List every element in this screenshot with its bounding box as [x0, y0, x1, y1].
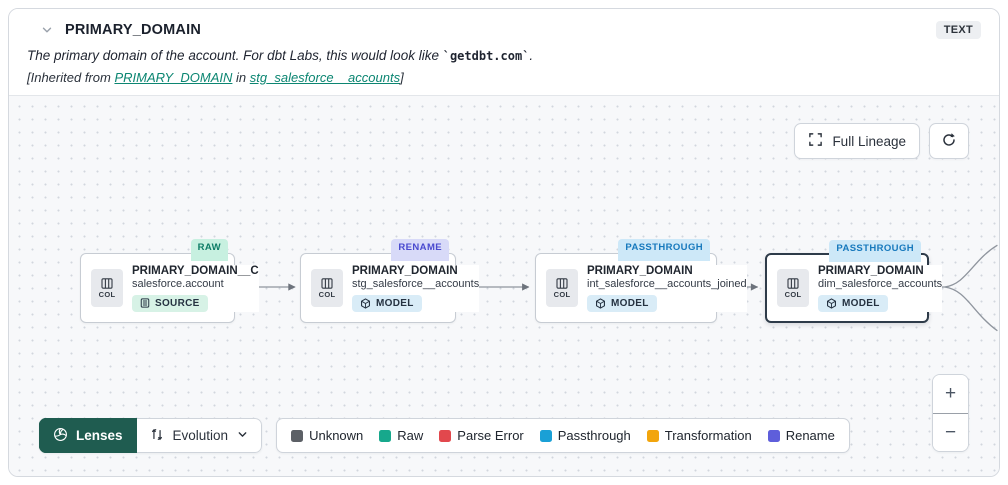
column-description: The primary domain of the account. For d… — [27, 48, 534, 63]
evolution-legend: Unknown Raw Parse Error Passthrough Tran… — [276, 418, 850, 453]
bottom-bar: Lenses Evolution — [39, 418, 850, 453]
node-model-name: dim_salesforce_accounts — [818, 277, 943, 290]
model-icon — [596, 297, 605, 309]
model-icon — [361, 297, 370, 309]
evolution-badge: PASSTHROUGH — [618, 239, 710, 261]
lineage-canvas[interactable]: Full Lineage RAW COL PRIMARY_DOMAIN__C s… — [9, 95, 999, 476]
expand-corners-icon — [808, 132, 823, 150]
column-kind-box: COL — [546, 269, 578, 307]
legend-swatch — [379, 429, 392, 442]
columns-icon — [101, 277, 113, 289]
legend-item: Rename — [767, 428, 835, 443]
lenses-control: Lenses Evolution — [39, 418, 263, 453]
lens-selector-dropdown[interactable]: Evolution — [136, 418, 263, 453]
column-kind-box: COL — [311, 269, 343, 307]
evolution-lens-icon — [150, 427, 164, 445]
lineage-node-source[interactable]: RAW COL PRIMARY_DOMAIN__C salesforce.acc… — [80, 239, 259, 323]
refresh-icon — [941, 132, 957, 151]
resource-type-pill: MODEL — [587, 294, 657, 312]
lineage-node-staging[interactable]: RENAME COL PRIMARY_DOMAIN stg_salesforce… — [300, 239, 480, 323]
lens-aperture-icon — [53, 427, 68, 445]
legend-swatch — [291, 429, 304, 442]
inherited-column-link[interactable]: PRIMARY_DOMAIN — [114, 70, 233, 85]
panel-header: PRIMARY_DOMAIN TEXT The primary domain o… — [9, 9, 999, 95]
column-name-title: PRIMARY_DOMAIN — [65, 22, 201, 38]
legend-item: Passthrough — [539, 428, 631, 443]
legend-item: Unknown — [291, 428, 363, 443]
columns-icon — [556, 277, 568, 289]
inline-code: `getdbt.com` — [442, 49, 530, 63]
lineage-node-intermediate[interactable]: PASSTHROUGH COL PRIMARY_DOMAIN int_sales… — [535, 239, 747, 323]
legend-item: Transformation — [646, 428, 752, 443]
chevron-down-icon — [237, 428, 248, 443]
legend-swatch — [439, 429, 452, 442]
lineage-node-dim-selected[interactable]: PASSTHROUGH COL PRIMARY_DOMAIN dim_sales… — [765, 240, 943, 323]
columns-icon — [787, 277, 799, 289]
node-model-name: stg_salesforce__accounts — [352, 277, 480, 290]
evolution-badge: RAW — [190, 239, 228, 261]
evolution-badge: RENAME — [391, 239, 449, 261]
legend-swatch — [646, 429, 659, 442]
node-column-name: PRIMARY_DOMAIN — [352, 264, 458, 277]
node-model-name: int_salesforce__accounts_joined — [587, 277, 747, 290]
resource-type-pill: MODEL — [818, 294, 888, 312]
column-kind-box: COL — [777, 269, 809, 307]
evolution-badge: PASSTHROUGH — [829, 240, 921, 262]
node-column-name: PRIMARY_DOMAIN — [818, 264, 924, 277]
columns-icon — [321, 277, 333, 289]
legend-item: Raw — [379, 428, 423, 443]
inherited-model-link[interactable]: stg_salesforce__accounts — [249, 70, 401, 85]
full-lineage-button[interactable]: Full Lineage — [794, 123, 920, 159]
resource-type-pill: SOURCE — [132, 294, 208, 312]
column-kind-box: COL — [91, 269, 123, 307]
data-type-badge: TEXT — [935, 21, 981, 39]
zoom-controls: + − — [932, 374, 969, 452]
node-model-name: salesforce.account — [132, 277, 224, 290]
resource-type-pill: MODEL — [352, 294, 422, 312]
legend-swatch — [767, 429, 780, 442]
legend-item: Parse Error — [439, 428, 524, 443]
column-lineage-panel: PRIMARY_DOMAIN TEXT The primary domain o… — [8, 8, 1000, 477]
lenses-button[interactable]: Lenses — [39, 418, 137, 453]
collapse-chevron-icon[interactable] — [41, 24, 53, 36]
legend-swatch — [539, 429, 552, 442]
zoom-out-button[interactable]: − — [933, 413, 968, 451]
refresh-button[interactable] — [929, 123, 969, 159]
zoom-in-button[interactable]: + — [933, 375, 968, 413]
node-column-name: PRIMARY_DOMAIN — [587, 264, 693, 277]
node-column-name: PRIMARY_DOMAIN__C — [132, 264, 259, 277]
source-icon — [140, 298, 150, 308]
inherited-from-note: [Inherited from PRIMARY_DOMAIN in stg_sa… — [27, 70, 404, 85]
model-icon — [827, 297, 836, 309]
